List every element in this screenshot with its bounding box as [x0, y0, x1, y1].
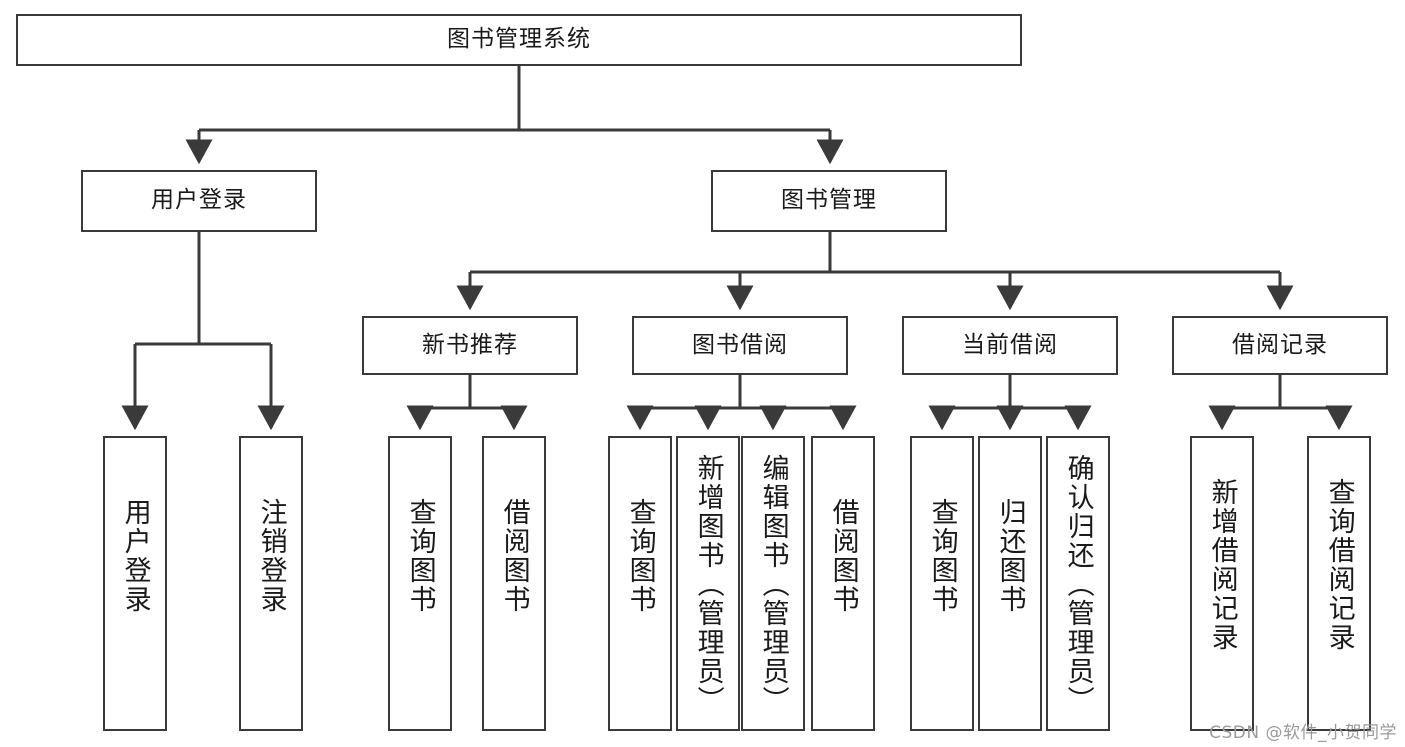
node-leaf-query-book-recommend[interactable]: 查询图书	[388, 436, 452, 731]
node-leaf-query-book-recommend-label: 查询图书	[404, 498, 436, 614]
watermark: CSDN @软件_小贺同学	[1209, 723, 1397, 743]
node-leaf-logout[interactable]: 注销登录	[239, 436, 303, 731]
node-leaf-return-book-label: 归还图书	[994, 498, 1026, 614]
node-borrow-record-label: 借阅记录	[1232, 331, 1328, 358]
node-leaf-query-borrow-record-label: 查询借阅记录	[1323, 478, 1355, 652]
node-leaf-add-book[interactable]: 新增图书（管理员）	[676, 436, 740, 731]
node-leaf-user-login[interactable]: 用户登录	[103, 436, 167, 731]
node-new-book-recommend-label: 新书推荐	[422, 331, 518, 358]
node-leaf-edit-book[interactable]: 编辑图书（管理员）	[741, 436, 805, 731]
node-leaf-confirm-return[interactable]: 确认归还（管理员）	[1046, 436, 1110, 731]
node-leaf-confirm-return-label: 确认归还（管理员）	[1062, 454, 1094, 715]
node-root[interactable]: 图书管理系统	[16, 14, 1022, 66]
node-leaf-query-book-current[interactable]: 查询图书	[910, 436, 974, 731]
node-leaf-edit-book-label: 编辑图书（管理员）	[757, 454, 789, 715]
node-current-borrow[interactable]: 当前借阅	[902, 316, 1118, 375]
node-user-login-label: 用户登录	[151, 187, 247, 214]
node-borrow-record[interactable]: 借阅记录	[1172, 316, 1388, 375]
node-book-borrow-label: 图书借阅	[692, 331, 788, 358]
node-leaf-add-borrow-record[interactable]: 新增借阅记录	[1190, 436, 1254, 731]
node-leaf-query-book-borrow[interactable]: 查询图书	[608, 436, 672, 731]
node-leaf-add-book-label: 新增图书（管理员）	[692, 454, 724, 715]
node-leaf-borrow-book-recommend-label: 借阅图书	[498, 498, 530, 614]
node-book-manage[interactable]: 图书管理	[711, 170, 947, 232]
node-leaf-logout-label: 注销登录	[255, 498, 287, 614]
node-leaf-query-borrow-record[interactable]: 查询借阅记录	[1307, 436, 1371, 731]
node-root-label: 图书管理系统	[447, 26, 591, 53]
node-current-borrow-label: 当前借阅	[962, 331, 1058, 358]
node-new-book-recommend[interactable]: 新书推荐	[362, 316, 578, 375]
node-leaf-user-login-label: 用户登录	[119, 498, 151, 614]
node-leaf-borrow-book[interactable]: 借阅图书	[811, 436, 875, 731]
node-leaf-query-book-current-label: 查询图书	[926, 498, 958, 614]
node-leaf-borrow-book-recommend[interactable]: 借阅图书	[482, 436, 546, 731]
node-user-login[interactable]: 用户登录	[81, 170, 317, 232]
node-leaf-add-borrow-record-label: 新增借阅记录	[1206, 478, 1238, 652]
node-book-borrow[interactable]: 图书借阅	[632, 316, 848, 375]
node-leaf-query-book-borrow-label: 查询图书	[624, 498, 656, 614]
node-leaf-borrow-book-label: 借阅图书	[827, 498, 859, 614]
node-book-manage-label: 图书管理	[781, 187, 877, 214]
node-leaf-return-book[interactable]: 归还图书	[978, 436, 1042, 731]
